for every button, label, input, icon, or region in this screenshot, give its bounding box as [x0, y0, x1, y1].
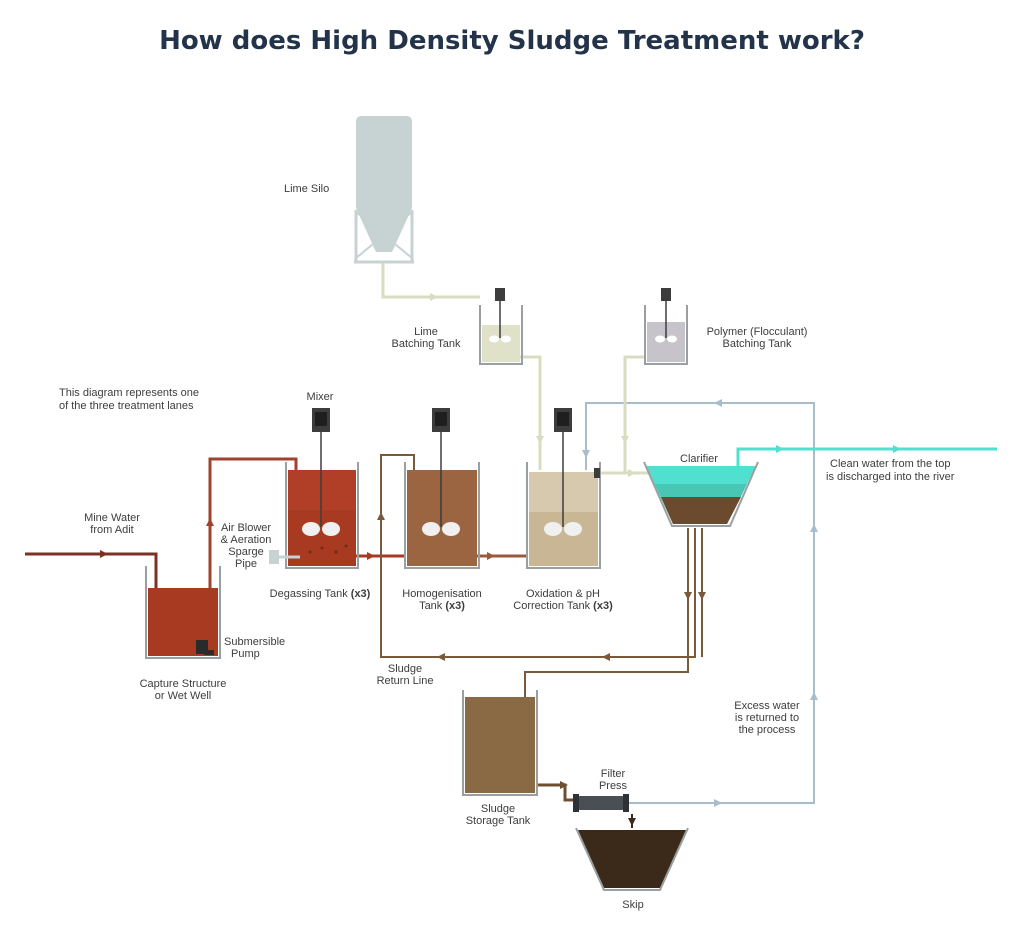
- polymer-dosing-pipe: [623, 355, 645, 473]
- polymer-batching-tank: [644, 288, 688, 365]
- flow-arrow: [714, 399, 722, 407]
- oxidation-label-2: Correction Tank (x3): [513, 600, 613, 612]
- sludge-return-label-2: Return Line: [377, 675, 434, 687]
- skip: [575, 827, 689, 891]
- filter-press-label-2: Press: [599, 780, 628, 792]
- air-blower-label-3: Sparge: [228, 546, 263, 558]
- flow-arrow: [100, 550, 108, 558]
- lime-batching-label-2: Batching Tank: [392, 338, 461, 350]
- degassing-tank: [269, 408, 359, 569]
- polymer-batching-label-1: Polymer (Flocculant): [707, 326, 808, 338]
- homogenisation-label-1: Homogenisation: [402, 588, 482, 600]
- labels: Lime Silo Lime Batching Tank Polymer (Fl…: [59, 183, 955, 911]
- skip-label: Skip: [622, 899, 643, 911]
- mine-water-label-2: from Adit: [90, 524, 133, 536]
- flow-arrow: [206, 518, 214, 526]
- flow-arrows: [100, 293, 901, 826]
- flow-arrow: [621, 436, 629, 444]
- excess-water-label-2: is returned to: [735, 712, 799, 724]
- filter-press-label-1: Filter: [601, 768, 626, 780]
- lime-silo-label: Lime Silo: [284, 183, 329, 195]
- degassing-tank-label: Degassing Tank (x3): [270, 588, 371, 600]
- storage-to-filter-pipe: [537, 783, 577, 802]
- sludge-storage-tank: [462, 690, 538, 796]
- flow-arrow: [714, 799, 722, 807]
- sludge-storage-label-2: Storage Tank: [466, 815, 531, 827]
- page-title: How does High Density Sludge Treatment w…: [159, 26, 865, 56]
- capture-structure-label-2: or Wet Well: [155, 690, 211, 702]
- flow-arrow: [810, 692, 818, 700]
- sludge-return-pipe: [380, 454, 696, 658]
- pipes: [25, 262, 997, 828]
- excess-water-label-1: Excess water: [734, 700, 800, 712]
- flow-arrow: [536, 436, 544, 444]
- flow-arrow: [430, 293, 438, 301]
- submersible-pump-label-2: Pump: [231, 648, 260, 660]
- capture-structure-label-1: Capture Structure: [140, 678, 227, 690]
- flow-arrow: [602, 653, 610, 661]
- air-blower-label-2: & Aeration: [221, 534, 272, 546]
- flow-arrow: [776, 445, 784, 453]
- lane-note-2: of the three treatment lanes: [59, 400, 194, 412]
- flow-arrow: [698, 592, 706, 600]
- capture-structure: [145, 566, 221, 659]
- sludge-storage-label-1: Sludge: [481, 803, 515, 815]
- mixer-label: Mixer: [307, 391, 334, 403]
- lime-batching-tank: [479, 288, 523, 365]
- mine-water-pipe: [25, 552, 158, 600]
- air-blower-label-1: Air Blower: [221, 522, 271, 534]
- sludge-return-label-1: Sludge: [388, 663, 422, 675]
- flow-arrow: [377, 512, 385, 520]
- flow-arrow: [437, 653, 445, 661]
- lime-batching-label-1: Lime: [414, 326, 438, 338]
- flow-arrow: [582, 450, 590, 458]
- lane-note-1: This diagram represents one: [59, 387, 199, 399]
- submersible-pump-label-1: Submersible: [224, 636, 285, 648]
- oxidation-tank: [526, 408, 601, 569]
- lime-feed-pipe: [381, 262, 480, 299]
- lime-dosing-pipe: [520, 355, 542, 470]
- flow-arrow: [684, 592, 692, 600]
- flow-arrow: [628, 469, 636, 477]
- flow-arrow: [810, 524, 818, 532]
- clarifier: [643, 461, 759, 527]
- excess-water-return-pipe: [585, 402, 815, 804]
- flow-arrow: [560, 781, 568, 789]
- flow-arrow: [628, 818, 636, 826]
- polymer-batching-label-2: Batching Tank: [723, 338, 792, 350]
- excess-water-label-3: the process: [739, 724, 796, 736]
- flow-arrow: [487, 552, 495, 560]
- flow-arrow: [893, 445, 901, 453]
- clean-water-label-1: Clean water from the top: [830, 458, 950, 470]
- clarifier-label: Clarifier: [680, 453, 718, 465]
- homogenisation-tank: [404, 408, 480, 569]
- mine-water-label-1: Mine Water: [84, 512, 140, 524]
- homogenisation-label-2: Tank (x3): [419, 600, 465, 612]
- oxidation-label-1: Oxidation & pH: [526, 588, 600, 600]
- lime-silo: [354, 116, 414, 264]
- flow-arrow: [367, 552, 375, 560]
- air-blower-label-4: Pipe: [235, 558, 257, 570]
- filter-press: [573, 794, 629, 812]
- clean-water-pipe: [736, 447, 997, 470]
- clean-water-label-2: is discharged into the river: [826, 471, 955, 483]
